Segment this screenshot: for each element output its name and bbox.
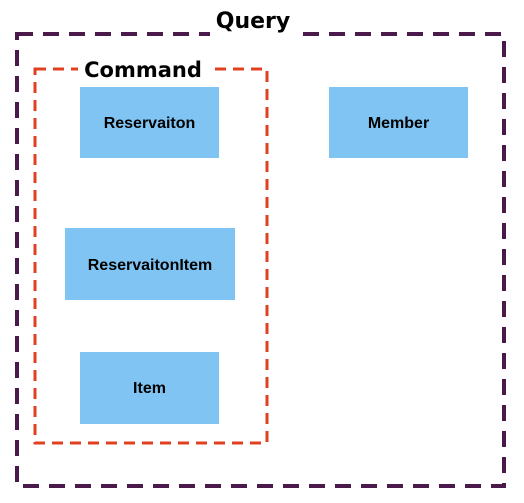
node-item-box — [80, 352, 219, 424]
node-reservaiton: Reservaiton — [80, 87, 219, 158]
node-item: Item — [80, 352, 219, 424]
command-group-label: Command — [84, 58, 202, 82]
node-member: Member — [329, 87, 468, 158]
command-label-backdrop — [78, 58, 208, 80]
node-member-box — [329, 87, 468, 158]
node-member-label: Member — [368, 115, 429, 132]
command-group: Command — [33, 58, 269, 445]
node-item-label: Item — [133, 380, 166, 397]
node-reservaiton-item-label: ReservaitonItem — [88, 257, 213, 274]
query-group-label: Query — [216, 9, 290, 34]
query-label-backdrop — [210, 8, 296, 38]
query-group: Query — [15, 8, 506, 488]
node-reservaiton-item-box — [65, 228, 235, 300]
node-reservaiton-box — [80, 87, 219, 158]
node-reservaiton-item: ReservaitonItem — [65, 228, 235, 300]
node-reservaiton-label: Reservaiton — [104, 115, 196, 132]
